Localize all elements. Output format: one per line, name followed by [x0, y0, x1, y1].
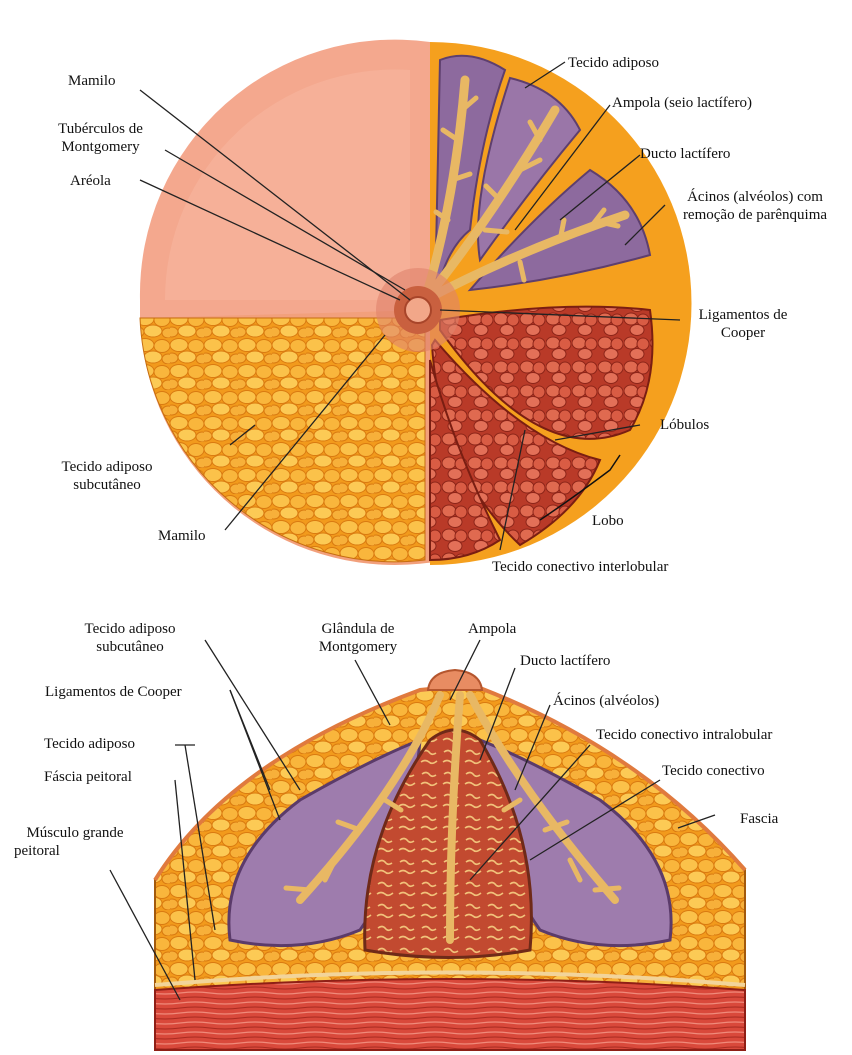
label-lobo: Lobo	[592, 512, 624, 530]
label-adiposo-sub-line1: Tecido adiposo	[42, 458, 172, 476]
label-section-adiposo-sub-line1: Tecido adiposo	[60, 620, 200, 638]
label-mamilo-top: Mamilo	[68, 72, 116, 90]
label-acinos-line1: Ácinos (alvéolos) com	[660, 188, 850, 206]
label-lobulos: Lóbulos	[660, 416, 709, 434]
label-ligamentos-section: Ligamentos de Cooper	[45, 683, 182, 701]
label-glandula-line1: Glândula de	[298, 620, 418, 638]
label-mamilo-bottom: Mamilo	[158, 527, 206, 545]
label-tecido-adiposo-section: Tecido adiposo	[44, 735, 135, 753]
label-musculo-grande-peitoral: Músculo grande peitoral	[0, 824, 150, 860]
label-tuberculos-montgomery: Tubérculos de Montgomery	[38, 120, 163, 156]
label-section-adiposo-sub-line2: subcutâneo	[60, 638, 200, 656]
label-fascia-peitoral: Fáscia peitoral	[44, 768, 132, 786]
label-tecido-adiposo-subcutaneo-section: Tecido adiposo subcutâneo	[60, 620, 200, 656]
label-ligamentos-line1: Ligamentos de	[678, 306, 808, 324]
label-ducto-section: Ducto lactífero	[520, 652, 610, 670]
label-fascia: Fascia	[740, 810, 778, 828]
label-tecido-conectivo-intralobular: Tecido conectivo intralobular	[596, 726, 772, 744]
label-tecido-adiposo-subcutaneo-front: Tecido adiposo subcutâneo	[42, 458, 172, 494]
label-adiposo-sub-line2: subcutâneo	[42, 476, 172, 494]
label-acinos-section: Ácinos (alvéolos)	[553, 692, 659, 710]
label-acinos-line2: remoção de parênquima	[660, 206, 850, 224]
label-glandula-line2: Montgomery	[298, 638, 418, 656]
label-ligamentos-line2: Cooper	[678, 324, 808, 342]
label-tecido-conectivo-interlobular: Tecido conectivo interlobular	[492, 558, 668, 576]
label-musculo-line2: peitoral	[0, 842, 150, 860]
label-areola: Aréola	[70, 172, 111, 190]
label-glandula-montgomery: Glândula de Montgomery	[298, 620, 418, 656]
label-acinos-front: Ácinos (alvéolos) com remoção de parênqu…	[660, 188, 850, 224]
front-view	[140, 40, 692, 565]
label-tuberculos-line2: Montgomery	[38, 138, 163, 156]
label-ducto-front: Ducto lactífero	[640, 145, 730, 163]
label-tuberculos-line1: Tubérculos de	[38, 120, 163, 138]
label-musculo-line1: Músculo grande	[0, 824, 150, 842]
label-ampola-section: Ampola	[468, 620, 516, 638]
label-ligamentos-front: Ligamentos de Cooper	[678, 306, 808, 342]
label-tecido-adiposo-front: Tecido adiposo	[568, 54, 659, 72]
label-ampola-front: Ampola (seio lactífero)	[612, 94, 752, 112]
label-tecido-conectivo: Tecido conectivo	[662, 762, 765, 780]
